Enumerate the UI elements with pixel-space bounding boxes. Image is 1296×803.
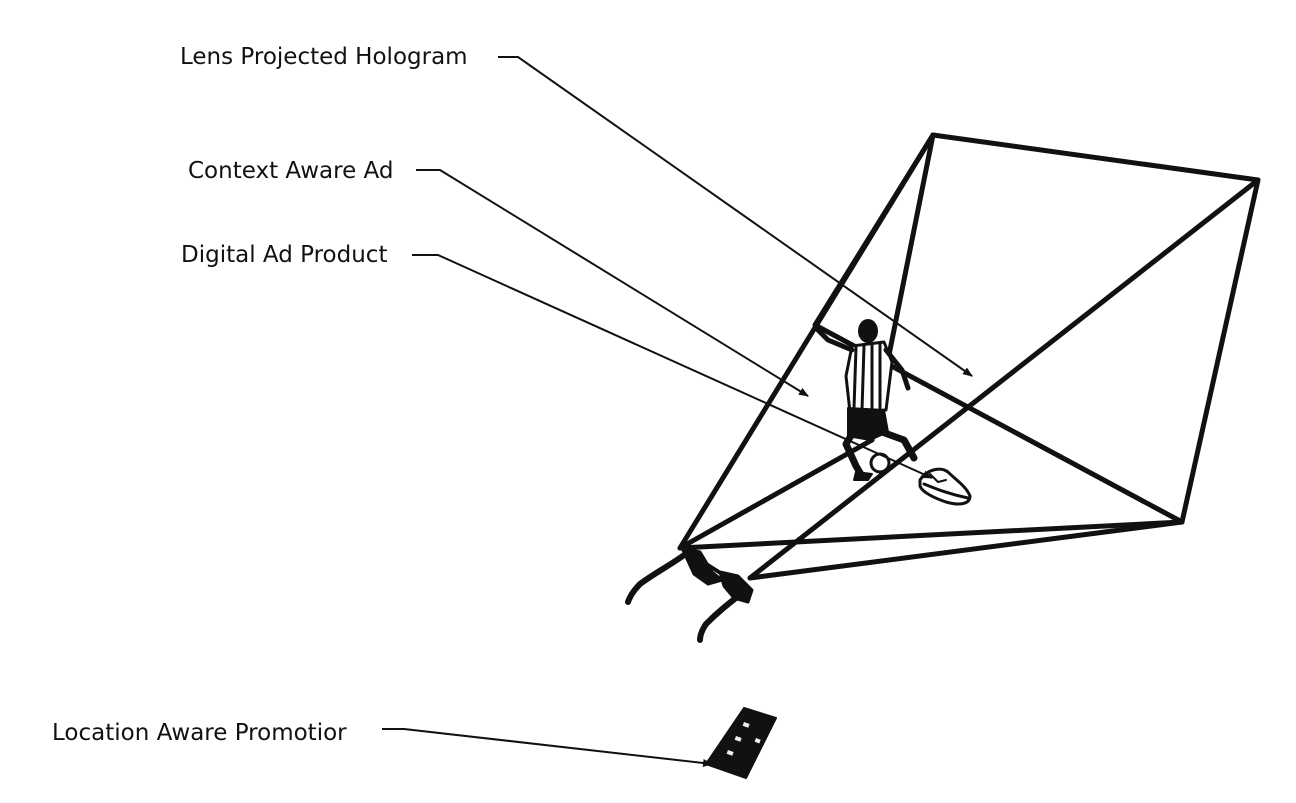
frustum-edge: [747, 177, 1261, 581]
leader-context: [416, 169, 809, 397]
label-lens-projected-hologram: Lens Projected Hologram: [180, 44, 468, 70]
glasses-icon: [625, 546, 754, 643]
frustum-edge: [677, 519, 1185, 551]
label-context-aware-ad: Context Aware Ad: [188, 158, 394, 184]
label-location-aware-promotion: Location Aware Promotior: [52, 720, 347, 746]
frustum-edge: [677, 132, 936, 551]
sneaker-icon: [918, 467, 972, 506]
frustum-edge: [747, 519, 1185, 581]
leader-lines: [382, 56, 973, 767]
leader-location: [382, 728, 713, 767]
smartphone-icon: [705, 707, 777, 779]
hologram-frustum: [677, 132, 1261, 581]
leader-product: [412, 254, 933, 479]
frustum-edge: [677, 437, 875, 551]
label-digital-ad-product: Digital Ad Product: [181, 242, 388, 268]
leader-hologram: [498, 56, 973, 377]
soccer-player-figure: [813, 319, 918, 481]
